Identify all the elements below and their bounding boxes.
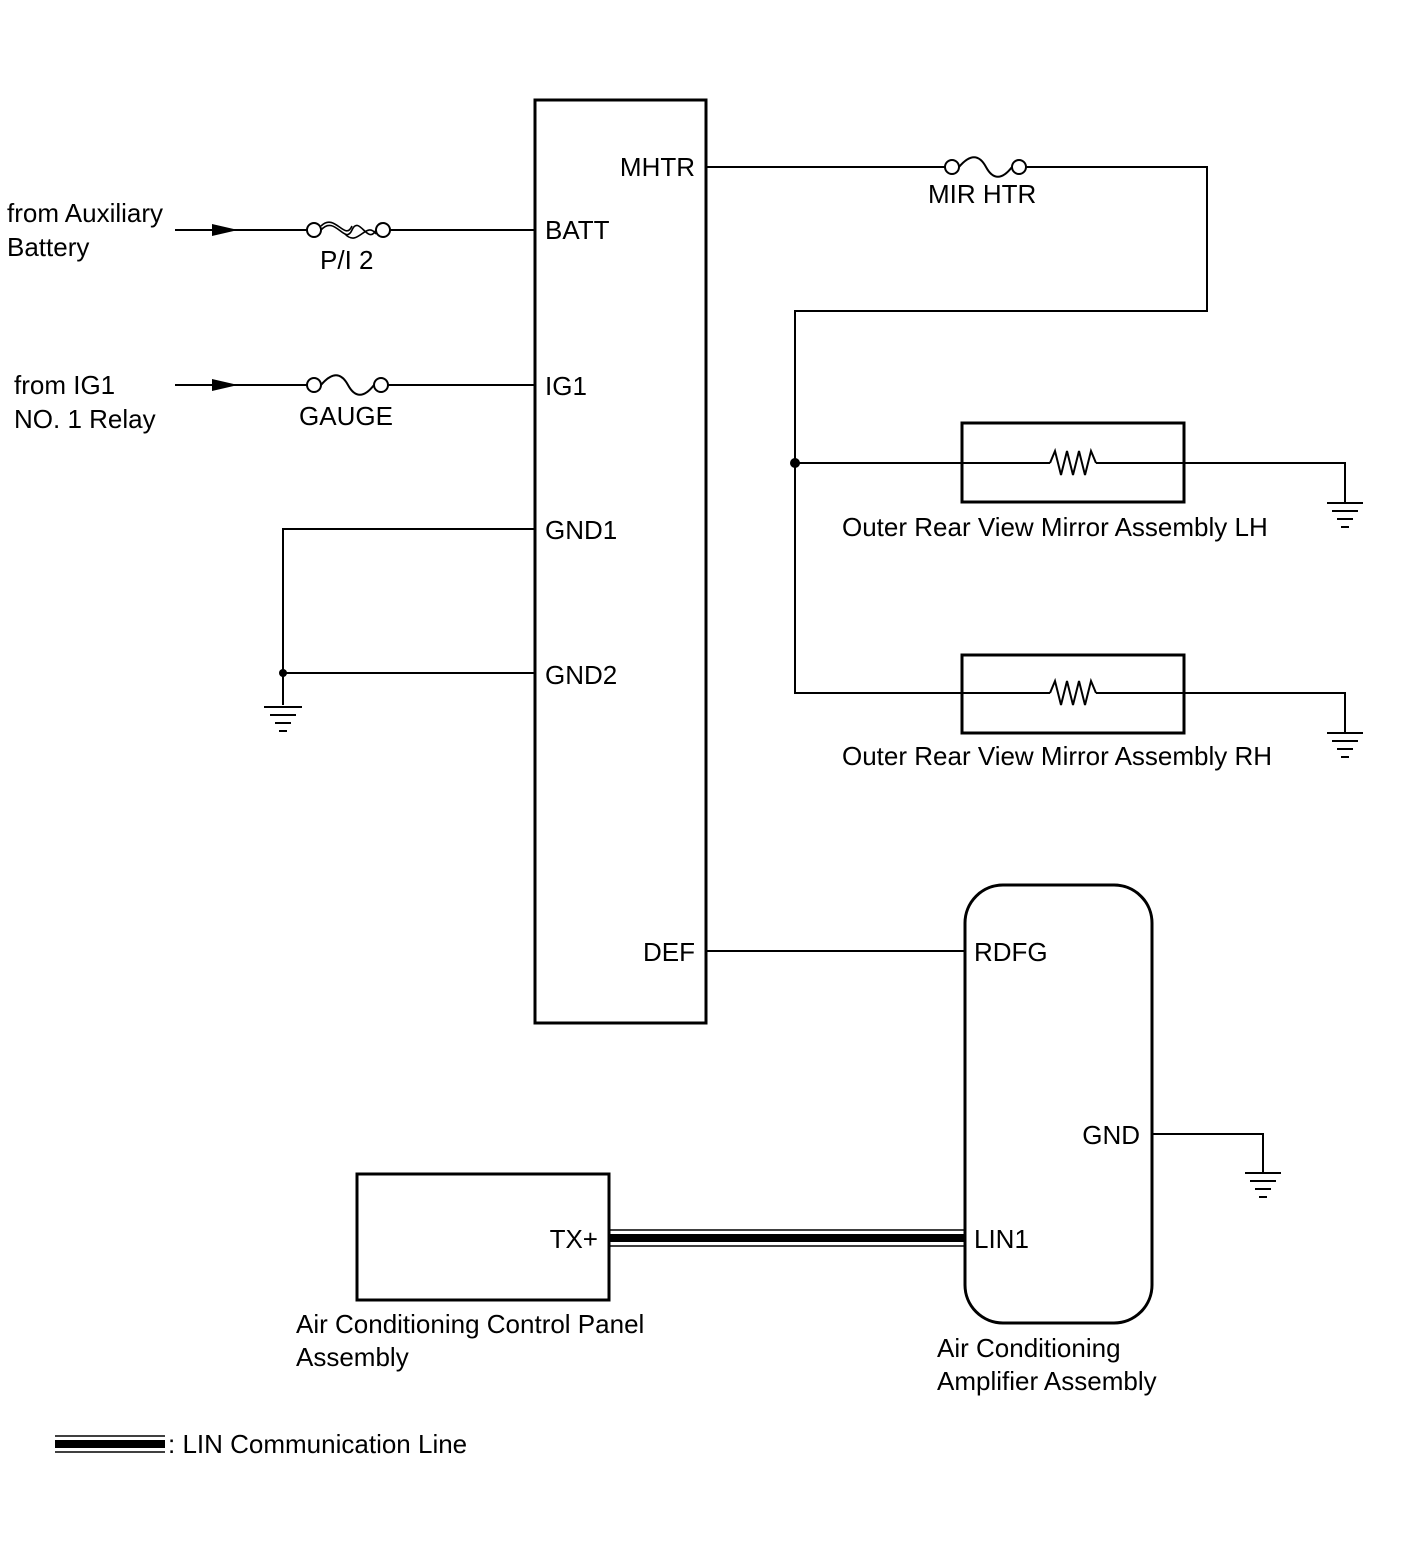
amp-ground-wire xyxy=(1152,1133,1264,1172)
fuse-gauge-icon xyxy=(306,374,389,396)
mirror-lh-label: Outer Rear View Mirror Assembly LH xyxy=(842,512,1268,542)
gnd1-wire xyxy=(282,528,535,705)
relay-block xyxy=(533,98,708,1025)
mirror-feed-wire xyxy=(794,166,1208,694)
source-ig1-line1: from IG1 xyxy=(14,370,115,400)
fuse-mir-htr-label: MIR HTR xyxy=(928,179,1036,209)
lin-communication-line xyxy=(609,1229,965,1247)
mirror-rh-label: Outer Rear View Mirror Assembly RH xyxy=(842,741,1272,771)
fuse-pi2-icon xyxy=(306,221,391,239)
source-aux-battery-line2: Battery xyxy=(7,232,89,262)
amplifier-label-line2: Amplifier Assembly xyxy=(937,1366,1157,1396)
legend-lin-line-icon xyxy=(55,1435,165,1453)
arrow-icon xyxy=(212,379,238,391)
amp-pin-lin1: LIN1 xyxy=(974,1224,1029,1254)
arrow-icon xyxy=(212,224,238,236)
pin-batt: BATT xyxy=(545,215,610,245)
mirror-lh-ground-wire xyxy=(1096,462,1346,502)
fuse-gauge-label: GAUGE xyxy=(299,401,393,431)
pin-gnd1: GND1 xyxy=(545,515,617,545)
pin-ig1: IG1 xyxy=(545,371,587,401)
source-aux-battery-line1: from Auxiliary xyxy=(7,198,163,228)
ground-icon xyxy=(1327,732,1363,758)
junction-dot xyxy=(790,458,800,468)
heater-rh-resistor-icon xyxy=(1049,677,1097,706)
ground-icon xyxy=(1327,502,1363,528)
pin-def: DEF xyxy=(643,937,695,967)
fuse-mir-htr-icon xyxy=(944,156,1027,178)
mirror-rh-ground-wire xyxy=(1096,692,1346,732)
panel-pin-tx: TX+ xyxy=(550,1224,598,1254)
control-panel-label-line2: Assembly xyxy=(296,1342,409,1372)
legend-lin-label: : LIN Communication Line xyxy=(168,1429,467,1459)
pin-gnd2: GND2 xyxy=(545,660,617,690)
amp-pin-rdfg: RDFG xyxy=(974,937,1048,967)
amp-pin-gnd: GND xyxy=(1082,1120,1140,1150)
control-panel-label-line1: Air Conditioning Control Panel xyxy=(296,1309,644,1339)
ig1-feed-wire xyxy=(175,379,307,391)
ground-icon xyxy=(264,706,302,732)
amplifier-block xyxy=(963,883,1154,1325)
fuse-pi2-label: P/I 2 xyxy=(320,245,373,275)
batt-feed-wire xyxy=(175,224,307,236)
amplifier-label-line1: Air Conditioning xyxy=(937,1333,1121,1363)
pin-mhtr: MHTR xyxy=(620,152,695,182)
ground-icon xyxy=(1245,1172,1281,1198)
heater-lh-resistor-icon xyxy=(1049,447,1097,476)
junction-dot xyxy=(279,669,287,677)
source-ig1-line2: NO. 1 Relay xyxy=(14,404,156,434)
